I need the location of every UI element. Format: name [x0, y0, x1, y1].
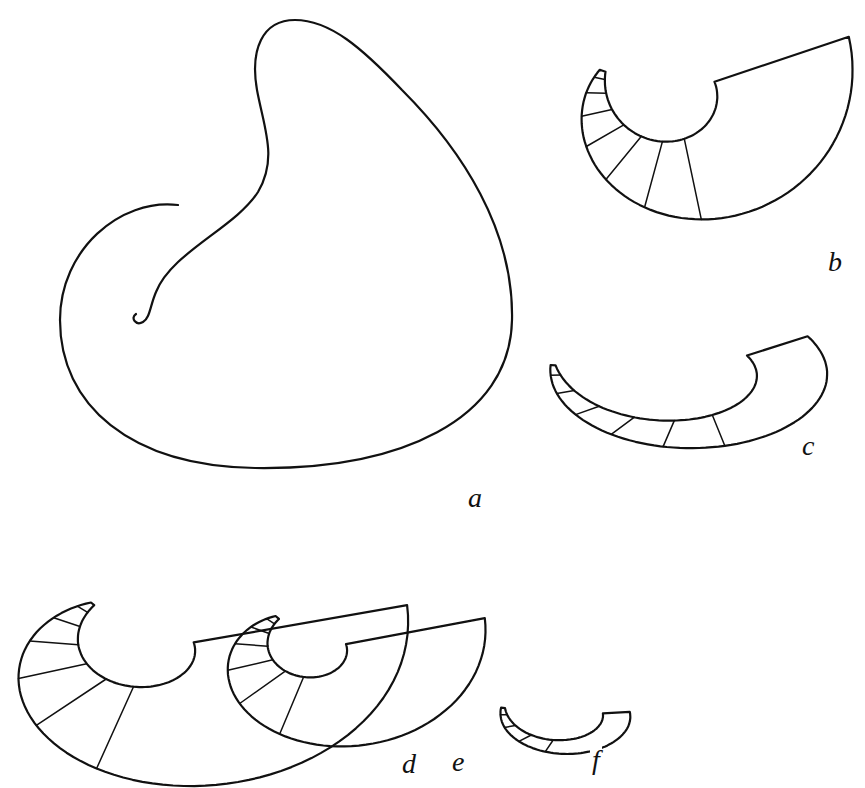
shell-outline	[19, 603, 409, 787]
septum-line	[586, 92, 606, 94]
septum-line	[611, 417, 634, 434]
septum-line	[54, 618, 80, 627]
septum-line	[240, 671, 286, 703]
shell-outline	[582, 37, 853, 220]
septum-line	[545, 740, 553, 752]
septum-line	[586, 125, 624, 147]
septum-line	[251, 627, 269, 634]
septum-line	[519, 735, 531, 741]
figure-letter: c	[800, 432, 816, 460]
septum-line	[551, 374, 561, 376]
septum-line	[235, 644, 268, 647]
septum-line	[645, 142, 663, 208]
septum-line	[77, 606, 87, 612]
septum-line	[712, 415, 725, 446]
septum-line	[582, 109, 612, 116]
septum-line	[501, 714, 508, 716]
figure-letter: f	[590, 746, 602, 774]
septum-line	[280, 677, 304, 734]
septum-line	[97, 687, 134, 769]
septum-line	[19, 664, 87, 679]
shell-outline	[501, 708, 631, 754]
figure-letter: a	[466, 484, 484, 512]
septum-line	[594, 77, 605, 79]
septum-line	[557, 391, 575, 394]
septum-line	[684, 139, 701, 220]
shell-outline	[60, 20, 512, 468]
shell-outline	[550, 336, 827, 448]
septum-line	[576, 406, 600, 414]
septum-line	[606, 136, 641, 179]
septum-line	[228, 660, 273, 670]
shell-outline	[228, 616, 486, 746]
septum-line	[663, 421, 674, 447]
septum-line	[36, 679, 106, 725]
figure-letter: d	[400, 750, 418, 778]
septum-line	[267, 619, 275, 624]
septum-line	[30, 641, 79, 645]
figure-letter: e	[450, 748, 466, 776]
figure-letter: b	[826, 248, 844, 276]
septum-line	[505, 725, 516, 727]
